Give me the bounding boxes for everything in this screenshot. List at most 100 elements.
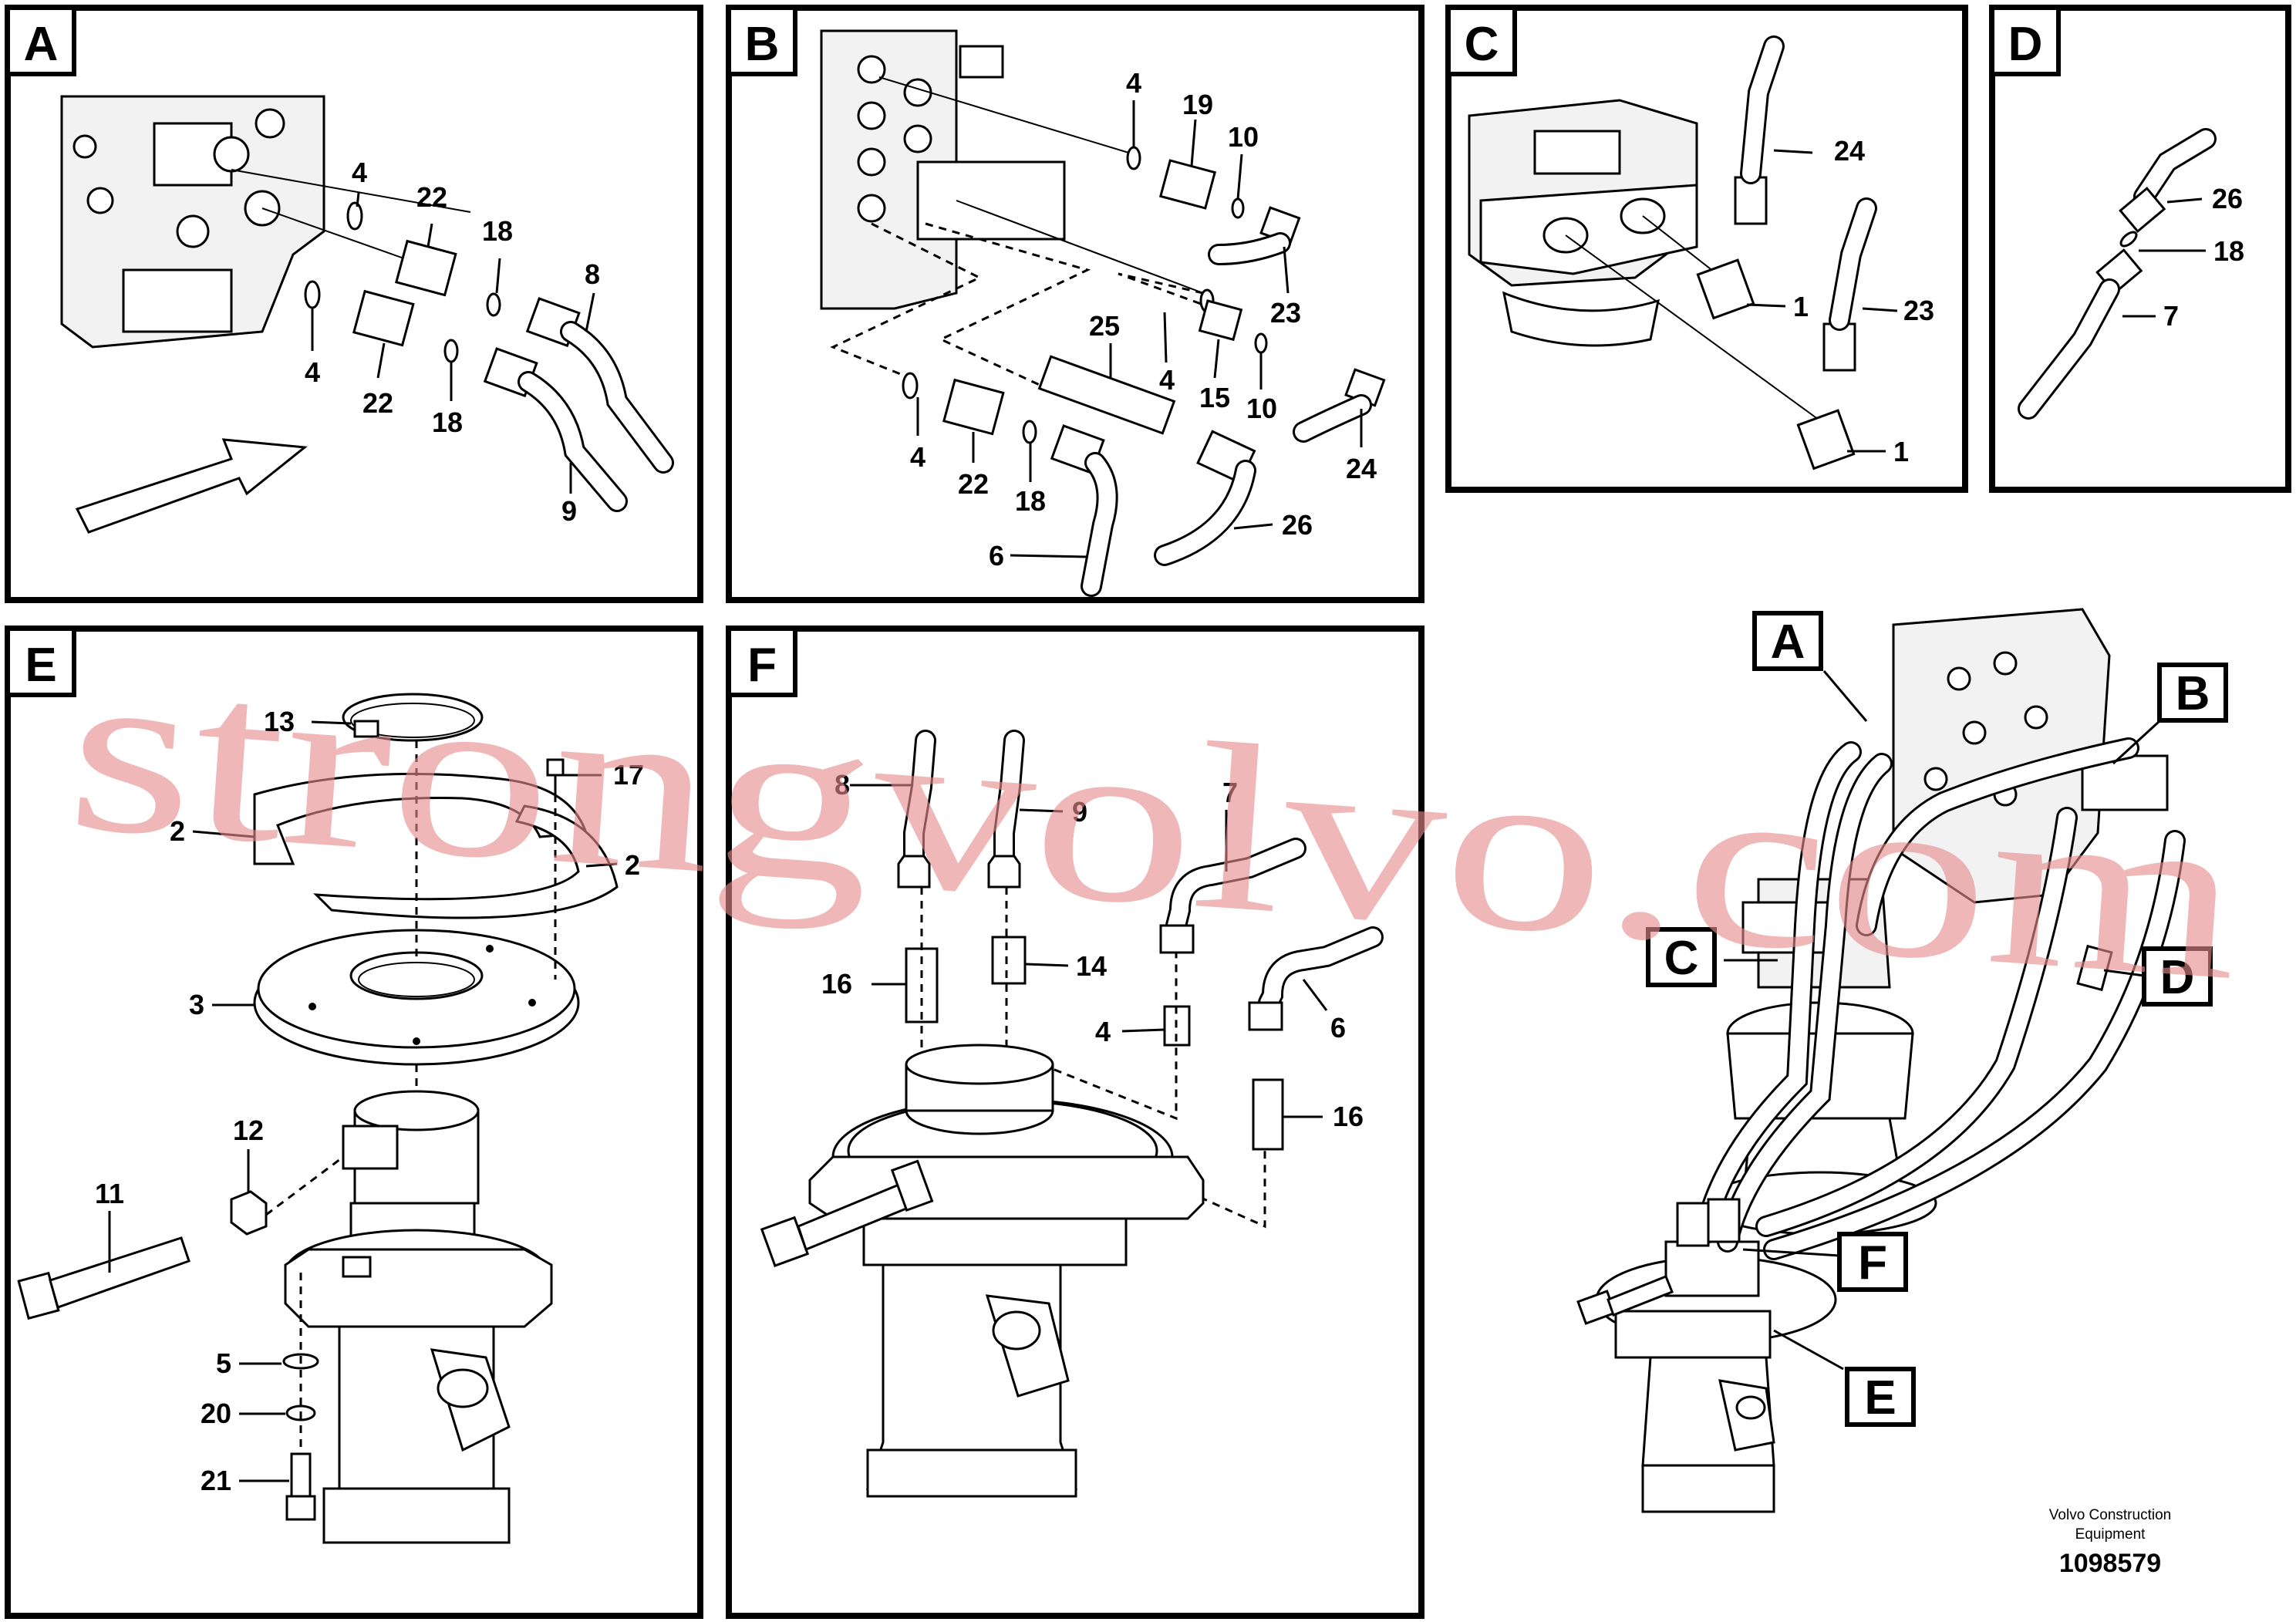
label-b-6: 15 <box>1199 382 1230 413</box>
label-c-2: 23 <box>1903 295 1934 326</box>
hose-clamp-13 <box>342 693 484 742</box>
label-a-2: 22 <box>416 181 447 213</box>
adapter-15 <box>1198 299 1243 342</box>
label-e-2: 17 <box>613 759 644 791</box>
panel-c-letter: C <box>1465 18 1499 71</box>
seal-ring-4-b3 <box>902 372 919 400</box>
bolt-21 <box>285 1452 316 1521</box>
hose-23-c <box>1822 197 1877 372</box>
panel-c: C 24 23 1 1 <box>1445 5 1968 493</box>
label-b-8: 24 <box>1346 453 1377 484</box>
label-d-1: 26 <box>2212 183 2243 214</box>
nut-12 <box>230 1190 268 1236</box>
label-e-1: 13 <box>264 706 295 737</box>
panel-a-letter: A <box>24 18 59 71</box>
seal-ring-10-b2 <box>1254 332 1268 354</box>
label-a-7: 18 <box>432 406 463 438</box>
swivel-joint-overview <box>1576 1240 1837 1513</box>
panel-e-letter: E <box>25 639 56 692</box>
seal-ring-4-upper <box>346 201 363 231</box>
label-f-3: 7 <box>1222 777 1238 808</box>
hose-8 <box>525 297 674 474</box>
overview-assembly: A B C D F E <box>1576 608 2228 1513</box>
adapter-22-b <box>942 378 1005 436</box>
valve-block-b <box>820 29 1066 310</box>
footer-line-2: Equipment <box>2075 1526 2146 1543</box>
label-f-7: 6 <box>1330 1012 1346 1044</box>
label-a-4: 8 <box>585 258 600 290</box>
label-f-1: 8 <box>834 769 850 801</box>
hose-26-d <box>2119 128 2217 234</box>
label-b-5: 4 <box>1159 364 1175 396</box>
seal-ring-18-lower <box>443 339 459 363</box>
hose-24-c <box>1734 35 1785 225</box>
view-arrow <box>75 438 308 534</box>
panel-f-letter: F <box>747 639 777 692</box>
hose-26-b <box>1154 430 1256 566</box>
hose-9-f <box>987 730 1025 889</box>
label-b-7: 10 <box>1246 393 1277 424</box>
label-f-5: 14 <box>1076 950 1107 982</box>
hose-9 <box>483 347 628 512</box>
overview-hoses <box>1676 737 2186 1260</box>
hose-7-f <box>1159 838 1306 954</box>
overview-tag-f: F <box>1858 1236 1887 1290</box>
swivel-joint-f <box>808 1044 1205 1498</box>
adapter-16-right <box>1252 1078 1284 1151</box>
seal-18-d <box>2119 231 2138 248</box>
overview-tag-d: D <box>2160 951 2195 1004</box>
label-e-6: 12 <box>233 1114 264 1146</box>
overview-tag-b: B <box>2176 667 2210 720</box>
label-e-4: 2 <box>625 849 640 881</box>
adapter-19 <box>1158 159 1217 210</box>
label-b-4: 23 <box>1270 297 1301 329</box>
label-a-8: 9 <box>561 495 577 527</box>
shim-plate-2-right <box>313 804 619 919</box>
overview-tag-a: A <box>1771 615 1805 669</box>
label-f-8: 16 <box>1333 1101 1364 1132</box>
seal-ring-4-b1 <box>1126 146 1141 170</box>
footer-line-1: Volvo Construction <box>2049 1507 2171 1523</box>
label-e-5: 3 <box>189 989 204 1020</box>
elbow-1-lower <box>1796 409 1856 470</box>
label-f-2: 9 <box>1072 796 1087 828</box>
label-d-3: 7 <box>2163 300 2179 332</box>
bolt-17 <box>546 758 565 794</box>
bolt-f <box>760 1159 934 1267</box>
overview-tag-e: E <box>1864 1371 1896 1425</box>
label-a-1: 4 <box>352 157 367 188</box>
elbow-1-upper <box>1696 258 1755 320</box>
panel-b-letter: B <box>745 18 780 71</box>
panel-a: A <box>5 5 703 603</box>
label-b-12: 18 <box>1015 485 1046 517</box>
label-e-10: 21 <box>201 1465 231 1496</box>
label-a-3: 18 <box>482 215 513 247</box>
label-c-1: 24 <box>1834 135 1865 167</box>
seal-ring-10-b1 <box>1231 197 1245 219</box>
adapter-14 <box>991 936 1027 985</box>
hose-8-f <box>897 730 936 889</box>
label-e-7: 11 <box>95 1178 124 1209</box>
hose-7-d <box>2018 248 2143 420</box>
label-c-3: 1 <box>1793 291 1809 322</box>
label-a-5: 4 <box>305 356 320 388</box>
panel-f: F <box>726 626 1424 1619</box>
panel-e: E <box>5 626 703 1619</box>
hose-24-b <box>1293 368 1386 443</box>
label-a-6: 22 <box>362 387 393 419</box>
label-c-4: 1 <box>1893 436 1909 467</box>
label-e-8: 5 <box>216 1347 231 1379</box>
adapter-22-upper <box>395 239 457 297</box>
label-f-6: 4 <box>1095 1016 1111 1047</box>
panel-d: D 26 18 7 <box>1989 5 2291 493</box>
label-e-9: 20 <box>201 1398 231 1429</box>
label-e-3: 2 <box>170 815 185 847</box>
swivel-motor-c <box>1468 99 1698 347</box>
label-b-10: 4 <box>910 441 925 473</box>
label-b-1: 4 <box>1126 67 1141 99</box>
label-b-9: 25 <box>1089 310 1120 342</box>
label-b-3: 10 <box>1228 121 1259 153</box>
swivel-joint-e <box>284 1090 553 1544</box>
label-b-14: 26 <box>1282 509 1313 541</box>
